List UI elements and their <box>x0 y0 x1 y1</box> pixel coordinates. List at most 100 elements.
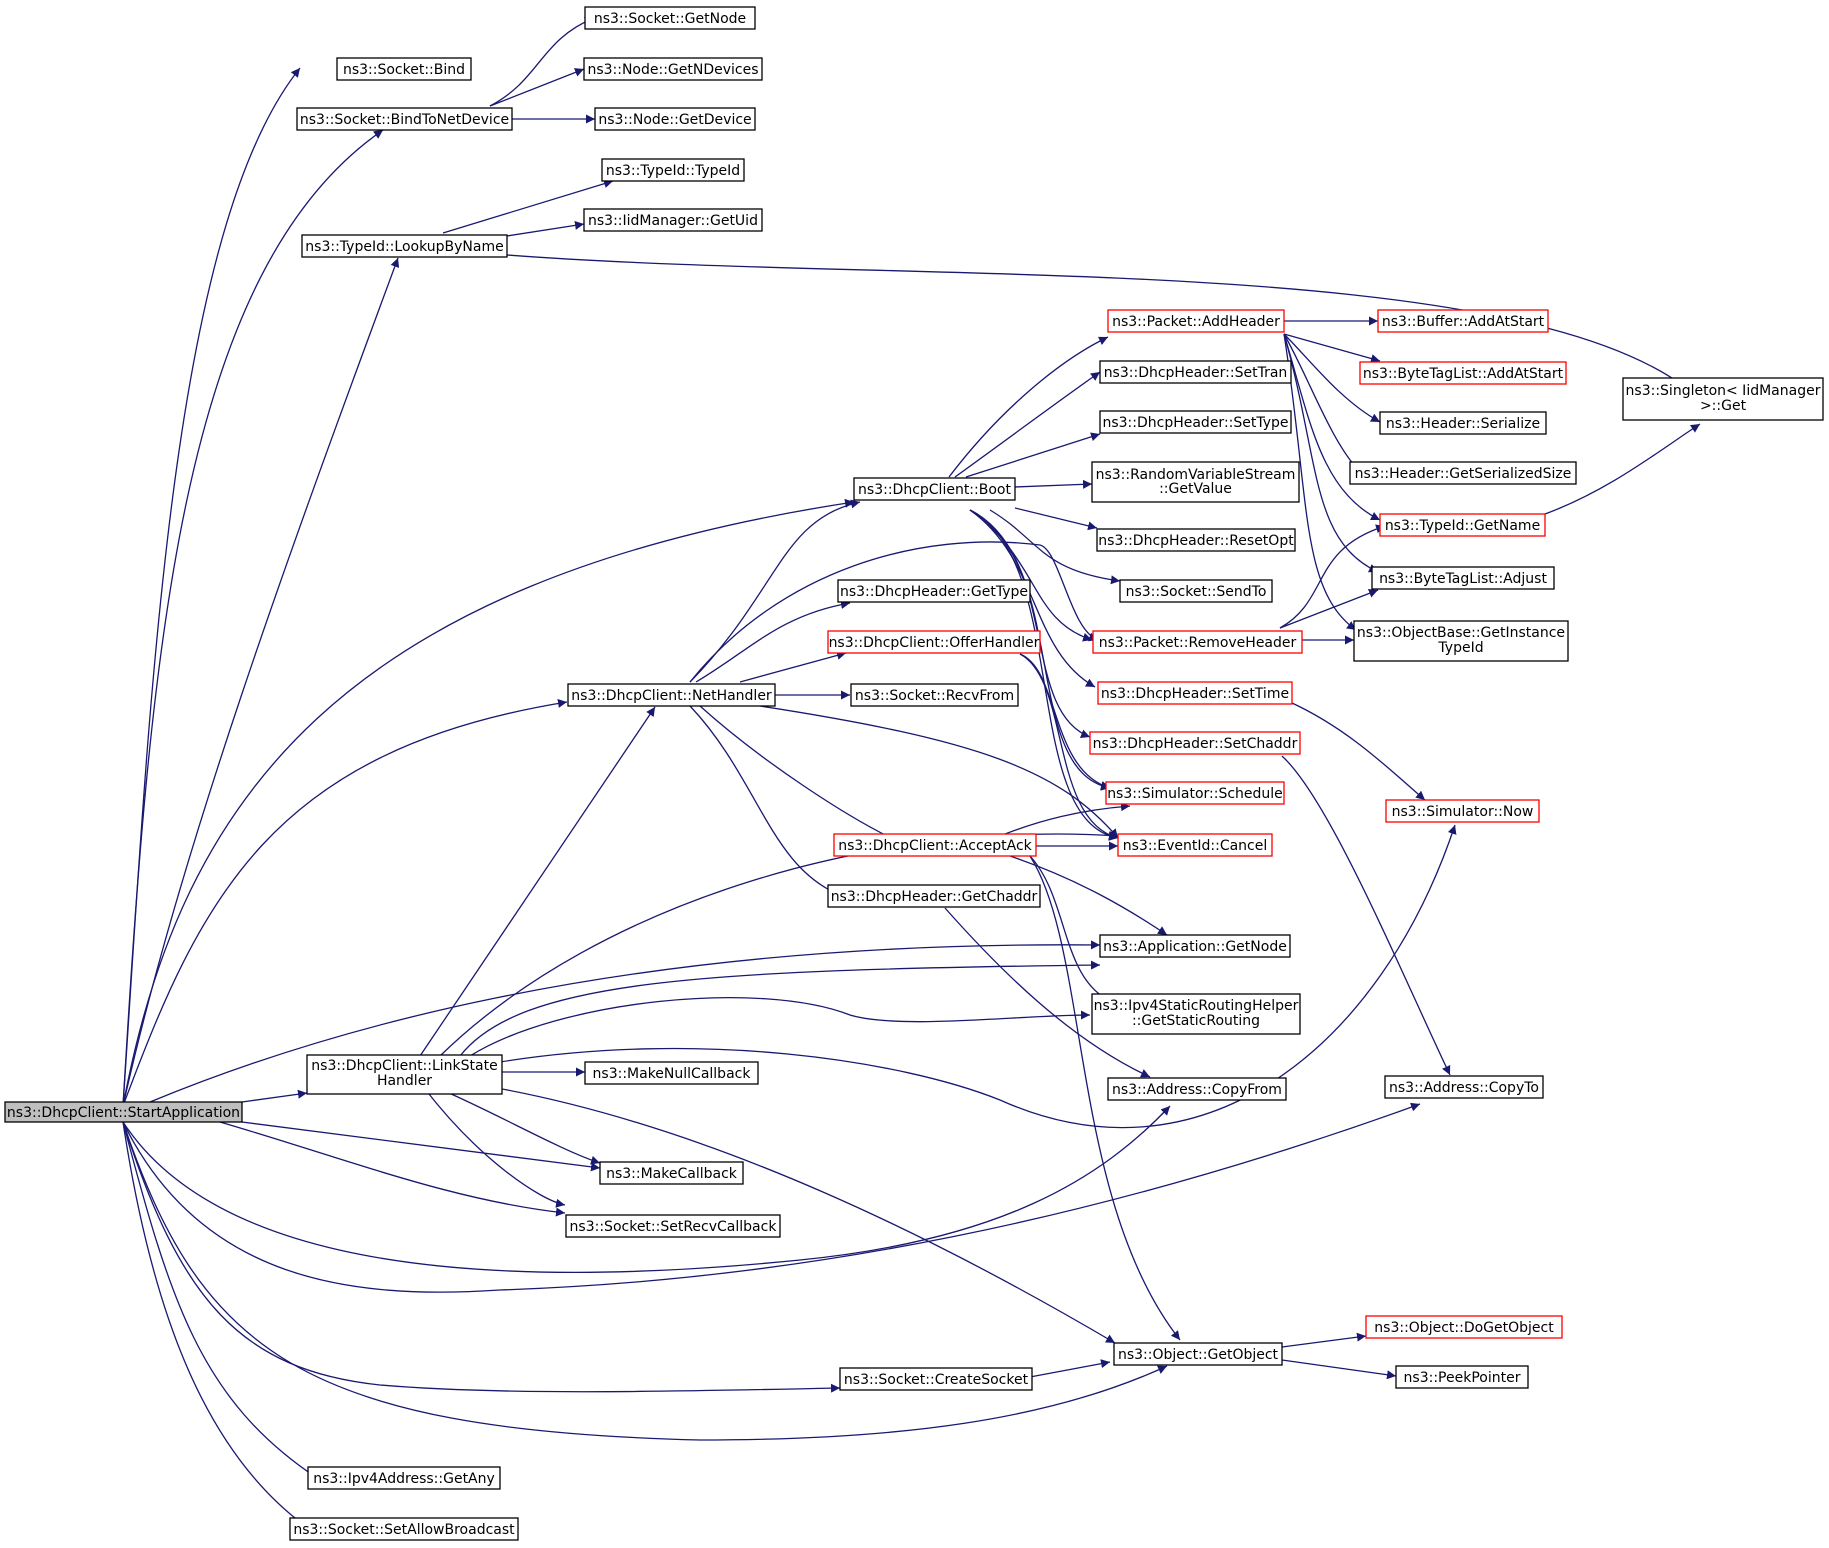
node-node-getndevices[interactable]: ns3::Node::GetNDevices <box>583 57 763 81</box>
node-socket-recvfrom[interactable]: ns3::Socket::RecvFrom <box>850 683 1019 707</box>
node-box <box>584 6 756 30</box>
node-label-line-1: ns3::Simulator::Schedule <box>1107 786 1283 802</box>
node-label: ns3::Ipv4Address::GetAny <box>313 1471 495 1487</box>
edge-boot-addheader <box>948 336 1109 478</box>
node-label-line-1: ns3::Header::Serialize <box>1386 416 1540 432</box>
node-box <box>1091 993 1301 1035</box>
node-header-getserializedsize[interactable]: ns3::Header::GetSerializedSize <box>1349 461 1577 485</box>
node-label-line-1: ns3::DhcpClient::OfferHandler <box>829 635 1040 651</box>
node-ipv4staticroutinghelper-getstaticrouting[interactable]: ns3::Ipv4StaticRoutingHelper::GetStaticR… <box>1091 993 1301 1035</box>
node-address-copyfrom[interactable]: ns3::Address::CopyFrom <box>1107 1077 1287 1101</box>
node-label: ns3::DhcpHeader::SetTran <box>1104 365 1288 381</box>
node-object-dogetobject[interactable]: ns3::Object::DoGetObject <box>1365 1315 1563 1339</box>
node-label-line-1: ns3::Singleton< IidManager <box>1626 383 1821 399</box>
node-buffer-addatstart[interactable]: ns3::Buffer::AddAtStart <box>1377 309 1549 333</box>
edge-linkstatehandler-now <box>499 824 1457 1129</box>
node-dhcpclient-boot[interactable]: ns3::DhcpClient::Boot <box>853 477 1016 501</box>
node-box <box>336 57 472 81</box>
node-label: ns3::Socket::CreateSocket <box>844 1372 1029 1388</box>
node-socket-bind[interactable]: ns3::Socket::Bind <box>336 57 472 81</box>
node-socket-setrecvcallback[interactable]: ns3::Socket::SetRecvCallback <box>565 1214 781 1238</box>
edge-nethandler-acceptack <box>699 705 905 845</box>
node-box <box>827 630 1041 654</box>
node-label: ns3::ByteTagList::AddAtStart <box>1363 366 1564 382</box>
node-box <box>1377 309 1549 333</box>
edge-createsocket-getobject <box>1029 1359 1111 1378</box>
node-label-line-1: ns3::DhcpHeader::SetTime <box>1101 686 1289 702</box>
node-dhcpheader-resetopt[interactable]: ns3::DhcpHeader::ResetOpt <box>1096 528 1296 552</box>
node-object-getobject[interactable]: ns3::Object::GetObject <box>1113 1342 1283 1366</box>
node-node-getdevice[interactable]: ns3::Node::GetDevice <box>594 107 756 131</box>
node-box <box>565 1214 781 1238</box>
node-socket-bindtonetdevice[interactable]: ns3::Socket::BindToNetDevice <box>296 107 513 131</box>
node-label: ns3::Object::DoGetObject <box>1374 1320 1554 1336</box>
node-bytetaglist-addatstart[interactable]: ns3::ByteTagList::AddAtStart <box>1359 361 1567 385</box>
node-label-line-1: ns3::DhcpHeader::ResetOpt <box>1098 533 1294 549</box>
node-box <box>584 1061 759 1085</box>
node-label-line-2: ::GetValue <box>1159 481 1232 497</box>
node-simulator-now[interactable]: ns3::Simulator::Now <box>1385 799 1540 823</box>
node-label-line-2: TypeId <box>1437 640 1483 656</box>
node-label-line-1: ns3::Simulator::Now <box>1392 804 1534 820</box>
node-socket-setallowbroadcast[interactable]: ns3::Socket::SetAllowBroadcast <box>289 1517 519 1541</box>
node-typeid-getname[interactable]: ns3::TypeId::GetName <box>1379 513 1546 537</box>
node-label: ns3::MakeNullCallback <box>593 1066 752 1082</box>
edge-acceptack-staticrouting <box>1029 855 1115 1004</box>
node-dhcpheader-settype[interactable]: ns3::DhcpHeader::SetType <box>1099 410 1292 434</box>
node-label-line-1: ns3::Socket::SetAllowBroadcast <box>293 1522 515 1538</box>
node-socket-getnode[interactable]: ns3::Socket::GetNode <box>584 6 756 30</box>
node-dhcpclient-acceptack[interactable]: ns3::DhcpClient::AcceptAck <box>833 833 1037 857</box>
node-eventid-cancel[interactable]: ns3::EventId::Cancel <box>1117 833 1273 857</box>
node-packet-removeheader[interactable]: ns3::Packet::RemoveHeader <box>1092 630 1303 654</box>
node-box <box>1107 309 1285 333</box>
node-dhcpclient-nethandler[interactable]: ns3::DhcpClient::NetHandler <box>567 683 776 707</box>
node-label-line-1: ns3::Socket::SendTo <box>1126 584 1267 600</box>
node-makecallback[interactable]: ns3::MakeCallback <box>599 1161 744 1185</box>
node-dhcpheader-setchaddr[interactable]: ns3::DhcpHeader::SetChaddr <box>1089 731 1301 755</box>
node-label-line-1: ns3::DhcpHeader::SetTran <box>1104 365 1288 381</box>
node-dhcpclient-startapplication[interactable]: ns3::DhcpClient::StartApplication <box>4 1101 243 1123</box>
node-typeid-lookupbyname[interactable]: ns3::TypeId::LookupByName <box>301 234 508 258</box>
node-box <box>1096 528 1296 552</box>
edge-linkstatehandler-staticrouting <box>469 996 1091 1057</box>
edge-boot-schedule <box>969 509 1111 791</box>
node-application-getnode[interactable]: ns3::Application::GetNode <box>1099 934 1291 958</box>
node-simulator-schedule[interactable]: ns3::Simulator::Schedule <box>1105 781 1285 805</box>
edge-startapplication-linkstatehandler <box>241 1089 308 1103</box>
node-header-serialize[interactable]: ns3::Header::Serialize <box>1379 411 1547 435</box>
node-peekpointer[interactable]: ns3::PeekPointer <box>1395 1365 1529 1389</box>
node-ipv4address-getany[interactable]: ns3::Ipv4Address::GetAny <box>307 1466 501 1490</box>
edge-startapplication-nethandler <box>122 698 568 1107</box>
node-iidmanager-getuid[interactable]: ns3::IidManager::GetUid <box>583 208 763 232</box>
node-label: ns3::DhcpHeader::ResetOpt <box>1098 533 1294 549</box>
node-box <box>1365 1315 1563 1339</box>
node-label: ns3::EventId::Cancel <box>1123 838 1268 854</box>
node-label-line-1: ns3::DhcpClient::NetHandler <box>571 688 772 704</box>
node-socket-sendto[interactable]: ns3::Socket::SendTo <box>1119 579 1273 603</box>
node-box <box>1371 566 1555 590</box>
edge-getobject-dogetobject <box>1281 1332 1367 1348</box>
node-randomvariablestream-getvalue[interactable]: ns3::RandomVariableStream::GetValue <box>1091 461 1300 503</box>
node-dhcpheader-getchaddr[interactable]: ns3::DhcpHeader::GetChaddr <box>827 884 1041 908</box>
node-dhcpheader-gettype[interactable]: ns3::DhcpHeader::GetType <box>837 579 1031 603</box>
edge-nethandler-getchaddr <box>689 705 846 899</box>
node-box <box>599 1161 744 1185</box>
node-typeid-typeid[interactable]: ns3::TypeId::TypeId <box>601 158 745 182</box>
node-singleton-get[interactable]: ns3::Singleton< IidManager>::Get <box>1622 377 1824 421</box>
node-dhcpheader-settime[interactable]: ns3::DhcpHeader::SetTime <box>1097 681 1293 705</box>
node-bytetaglist-adjust[interactable]: ns3::ByteTagList::Adjust <box>1371 566 1555 590</box>
edge-startapplication-getany <box>122 1121 318 1479</box>
node-packet-addheader[interactable]: ns3::Packet::AddHeader <box>1107 309 1285 333</box>
node-label-line-1: ns3::Node::GetDevice <box>598 112 751 128</box>
node-address-copyto[interactable]: ns3::Address::CopyTo <box>1384 1075 1544 1099</box>
node-makenullcallback[interactable]: ns3::MakeNullCallback <box>584 1061 759 1085</box>
edge-linkstatehandler-getnode <box>459 960 1101 1057</box>
node-socket-createsocket[interactable]: ns3::Socket::CreateSocket <box>839 1367 1033 1391</box>
node-label: ns3::Node::GetDevice <box>598 112 751 128</box>
node-label: ns3::Address::CopyTo <box>1389 1080 1539 1096</box>
node-dhcpheader-settran[interactable]: ns3::DhcpHeader::SetTran <box>1099 360 1292 384</box>
node-dhcpclient-offerhandler[interactable]: ns3::DhcpClient::OfferHandler <box>827 630 1041 654</box>
node-label: ns3::Socket::SetAllowBroadcast <box>293 1522 515 1538</box>
